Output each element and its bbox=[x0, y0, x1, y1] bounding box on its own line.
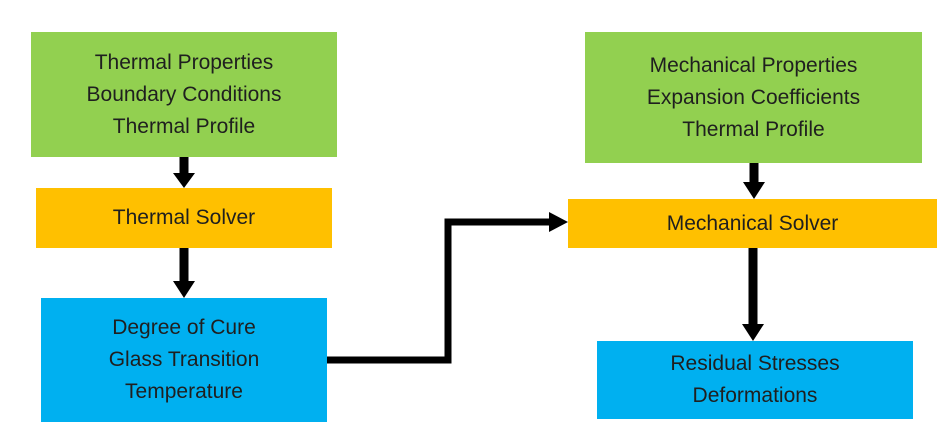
arrow-mechanical-inputs-to-mechanical-solver bbox=[743, 163, 765, 199]
node-thermal-solver: Thermal Solver bbox=[36, 188, 332, 248]
node-label-line: Deformations bbox=[692, 384, 818, 407]
node-mechanical-inputs: Mechanical Properties Expansion Coeffici… bbox=[585, 32, 922, 163]
node-label-line: Degree of Cure bbox=[112, 316, 256, 339]
node-label-line: Mechanical Solver bbox=[666, 211, 839, 235]
node-label-line: Glass Transition bbox=[108, 348, 260, 371]
node-label-line: Boundary Conditions bbox=[86, 82, 282, 106]
node-thermal-inputs: Thermal Properties Boundary Conditions T… bbox=[31, 32, 337, 157]
node-label-line: Thermal Profile bbox=[682, 117, 825, 141]
node-mechanical-outputs: Residual Stresses Deformations bbox=[597, 341, 913, 419]
node-label-line: Residual Stresses bbox=[670, 352, 840, 375]
arrow-thermal-inputs-to-thermal-solver bbox=[173, 157, 195, 188]
node-label-line: Thermal Profile bbox=[112, 114, 256, 138]
arrow-thermal-solver-to-thermal-outputs bbox=[173, 248, 195, 298]
node-label-line: Thermal Properties bbox=[94, 50, 274, 74]
node-label-line: Temperature bbox=[125, 380, 243, 403]
connector-thermal-outputs-to-mechanical-solver bbox=[327, 212, 568, 364]
node-label-line: Mechanical Properties bbox=[649, 53, 858, 77]
node-label-line: Thermal Solver bbox=[112, 206, 256, 229]
node-thermal-outputs: Degree of Cure Glass Transition Temperat… bbox=[41, 298, 327, 422]
node-label-line: Expansion Coefficients bbox=[646, 85, 861, 109]
node-mechanical-solver: Mechanical Solver bbox=[568, 199, 937, 248]
arrow-mechanical-solver-to-mechanical-outputs bbox=[742, 248, 764, 341]
